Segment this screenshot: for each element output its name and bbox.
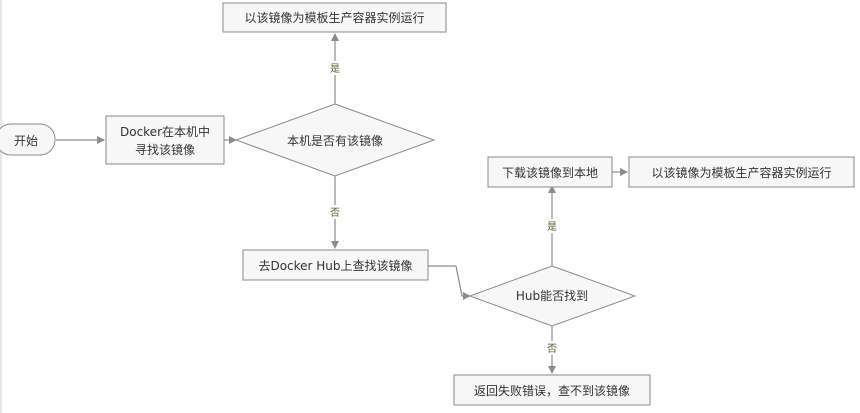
node-search-hub[interactable]: 去Docker Hub上查找该镜像	[242, 249, 429, 281]
edge-label-bg	[327, 61, 343, 75]
node-decision-local[interactable]: 本机是否有该镜像	[234, 103, 436, 177]
edge-labels: 是 否 是 否	[327, 61, 560, 355]
node-search-hub-shape	[242, 249, 429, 281]
node-error[interactable]: 返回失败错误，查不到该镜像	[453, 374, 651, 406]
node-start-label: 开始	[14, 134, 38, 148]
node-search-local-shape	[105, 115, 225, 165]
edge-label-bg	[327, 205, 343, 219]
node-search-local-label-1: Docker在本机中	[120, 124, 210, 139]
node-decision-hub-label: Hub能否找到	[516, 289, 588, 303]
node-error-shape	[453, 374, 651, 406]
node-search-local-label-2: 寻找该镜像	[135, 142, 195, 157]
edge-label-bg	[544, 219, 560, 233]
node-download-shape	[487, 156, 613, 188]
edge-label-local-no: 否	[330, 207, 340, 219]
edge-label-hub-no: 否	[547, 343, 557, 355]
edge-label-hub-yes: 是	[547, 221, 557, 233]
node-decision-hub[interactable]: Hub能否找到	[468, 265, 637, 327]
node-download-label: 下载该镜像到本地	[502, 165, 598, 180]
node-decision-local-shape	[234, 103, 436, 177]
node-run-right-label: 以该镜像为模板生产容器实例运行	[651, 165, 831, 180]
node-run-top[interactable]: 以该镜像为模板生产容器实例运行	[222, 2, 447, 33]
node-run-right[interactable]: 以该镜像为模板生产容器实例运行	[628, 156, 855, 188]
node-download[interactable]: 下载该镜像到本地	[487, 156, 613, 188]
node-start-shape	[0, 123, 56, 156]
node-decision-hub-shape	[468, 265, 637, 327]
node-search-local[interactable]: Docker在本机中 寻找该镜像	[105, 115, 225, 165]
node-run-top-label: 以该镜像为模板生产容器实例运行	[244, 10, 424, 25]
node-search-hub-label: 去Docker Hub上查找该镜像	[258, 258, 412, 273]
node-run-top-shape	[222, 2, 447, 33]
edge-label-local-yes: 是	[330, 63, 340, 75]
edge-hub-search-to-decision	[428, 265, 471, 300]
edge-label-bg	[544, 341, 560, 355]
node-start[interactable]: 开始	[0, 123, 56, 156]
node-error-label: 返回失败错误，查不到该镜像	[474, 383, 630, 398]
node-decision-local-label: 本机是否有该镜像	[287, 133, 383, 148]
node-run-right-shape	[628, 156, 855, 188]
